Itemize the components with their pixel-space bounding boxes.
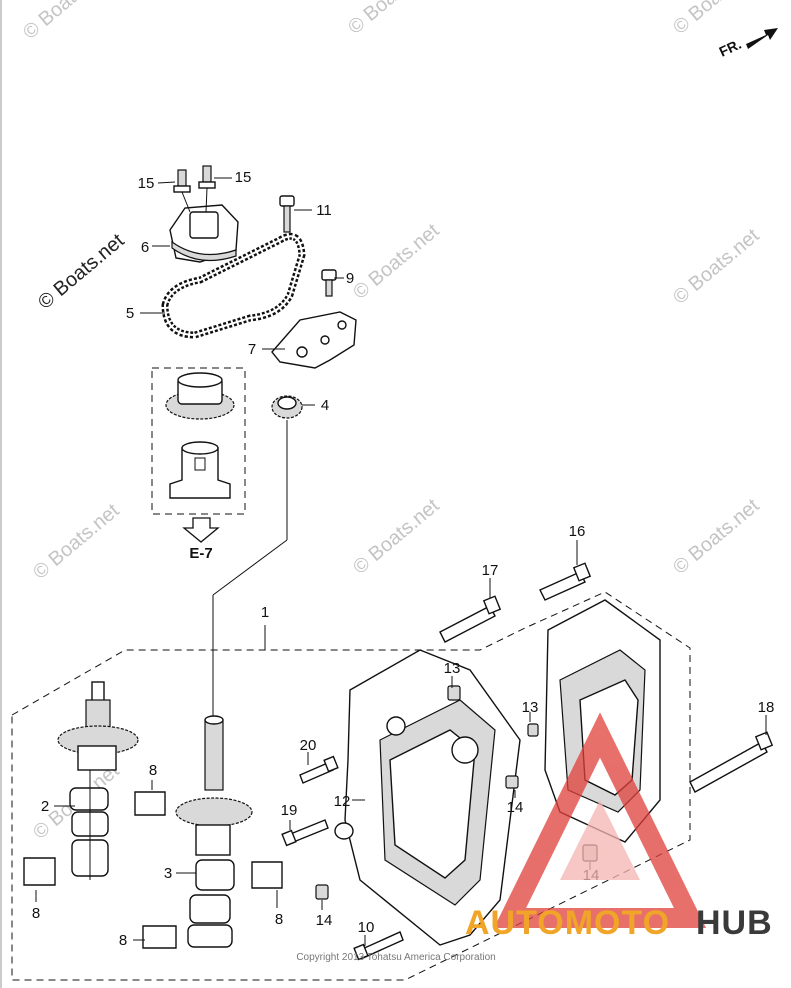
callout-15: 15: [138, 175, 155, 192]
callout-19: 19: [281, 802, 298, 819]
camshaft-exhaust: [57, 681, 139, 880]
chain-guide: [271, 311, 357, 369]
callout-18: 18: [758, 699, 775, 716]
callout-14: 14: [316, 912, 333, 929]
callout-8: 8: [32, 905, 40, 922]
cam-bearings: [23, 791, 283, 949]
reference-arrow: E-7: [182, 517, 220, 562]
callout-3: 3: [164, 865, 172, 882]
callout-5: 5: [126, 305, 134, 322]
brand-name-secondary: HUB: [696, 904, 773, 942]
fasteners: [281, 755, 404, 961]
callout-14: 14: [507, 799, 524, 816]
callout-12: 12: [334, 793, 351, 810]
long-bolts: [439, 562, 774, 793]
callout-8: 8: [119, 932, 127, 949]
brand-name-primary: AUTOMOTO: [465, 904, 670, 942]
callout-13: 13: [444, 660, 461, 677]
callouts: 15 15 6 5 11 9 7 4 1 2 3 8 8 8 8 20 19 1…: [32, 169, 775, 949]
gear-reference-box: [151, 367, 246, 515]
callout-8: 8: [149, 762, 157, 779]
timing-chain: [161, 232, 306, 339]
camshaft-intake: [175, 715, 253, 948]
camshaft-sprocket: [212, 395, 303, 720]
callout-9: 9: [346, 270, 354, 287]
callout-20: 20: [300, 737, 317, 754]
callout-4: 4: [321, 397, 329, 414]
chain-tensioner: [169, 165, 239, 263]
callout-8: 8: [275, 911, 283, 928]
callout-11: 11: [316, 202, 332, 219]
leader-lines: [35, 177, 767, 946]
bolt-11: [279, 195, 295, 233]
cylinder-head-left: [344, 649, 521, 946]
callout-6: 6: [141, 239, 149, 256]
brand-wordmark: AUTOMOTO HUB: [465, 904, 773, 942]
brand-logo: [493, 712, 707, 928]
reference-label: E-7: [189, 545, 212, 562]
callout-2: 2: [41, 798, 49, 815]
callout-7: 7: [248, 341, 256, 358]
callout-17: 17: [482, 562, 499, 579]
copyright-text: Copyright 2013 Tohatsu America Corporati…: [296, 952, 495, 963]
assembly-outline: [11, 591, 691, 981]
callout-16: 16: [569, 523, 586, 540]
callout-10: 10: [358, 919, 375, 936]
callout-15: 15: [235, 169, 252, 186]
callout-1: 1: [261, 604, 269, 621]
bolt-9: [321, 269, 337, 297]
callout-13: 13: [522, 699, 539, 716]
arrow-icon: [746, 28, 778, 49]
